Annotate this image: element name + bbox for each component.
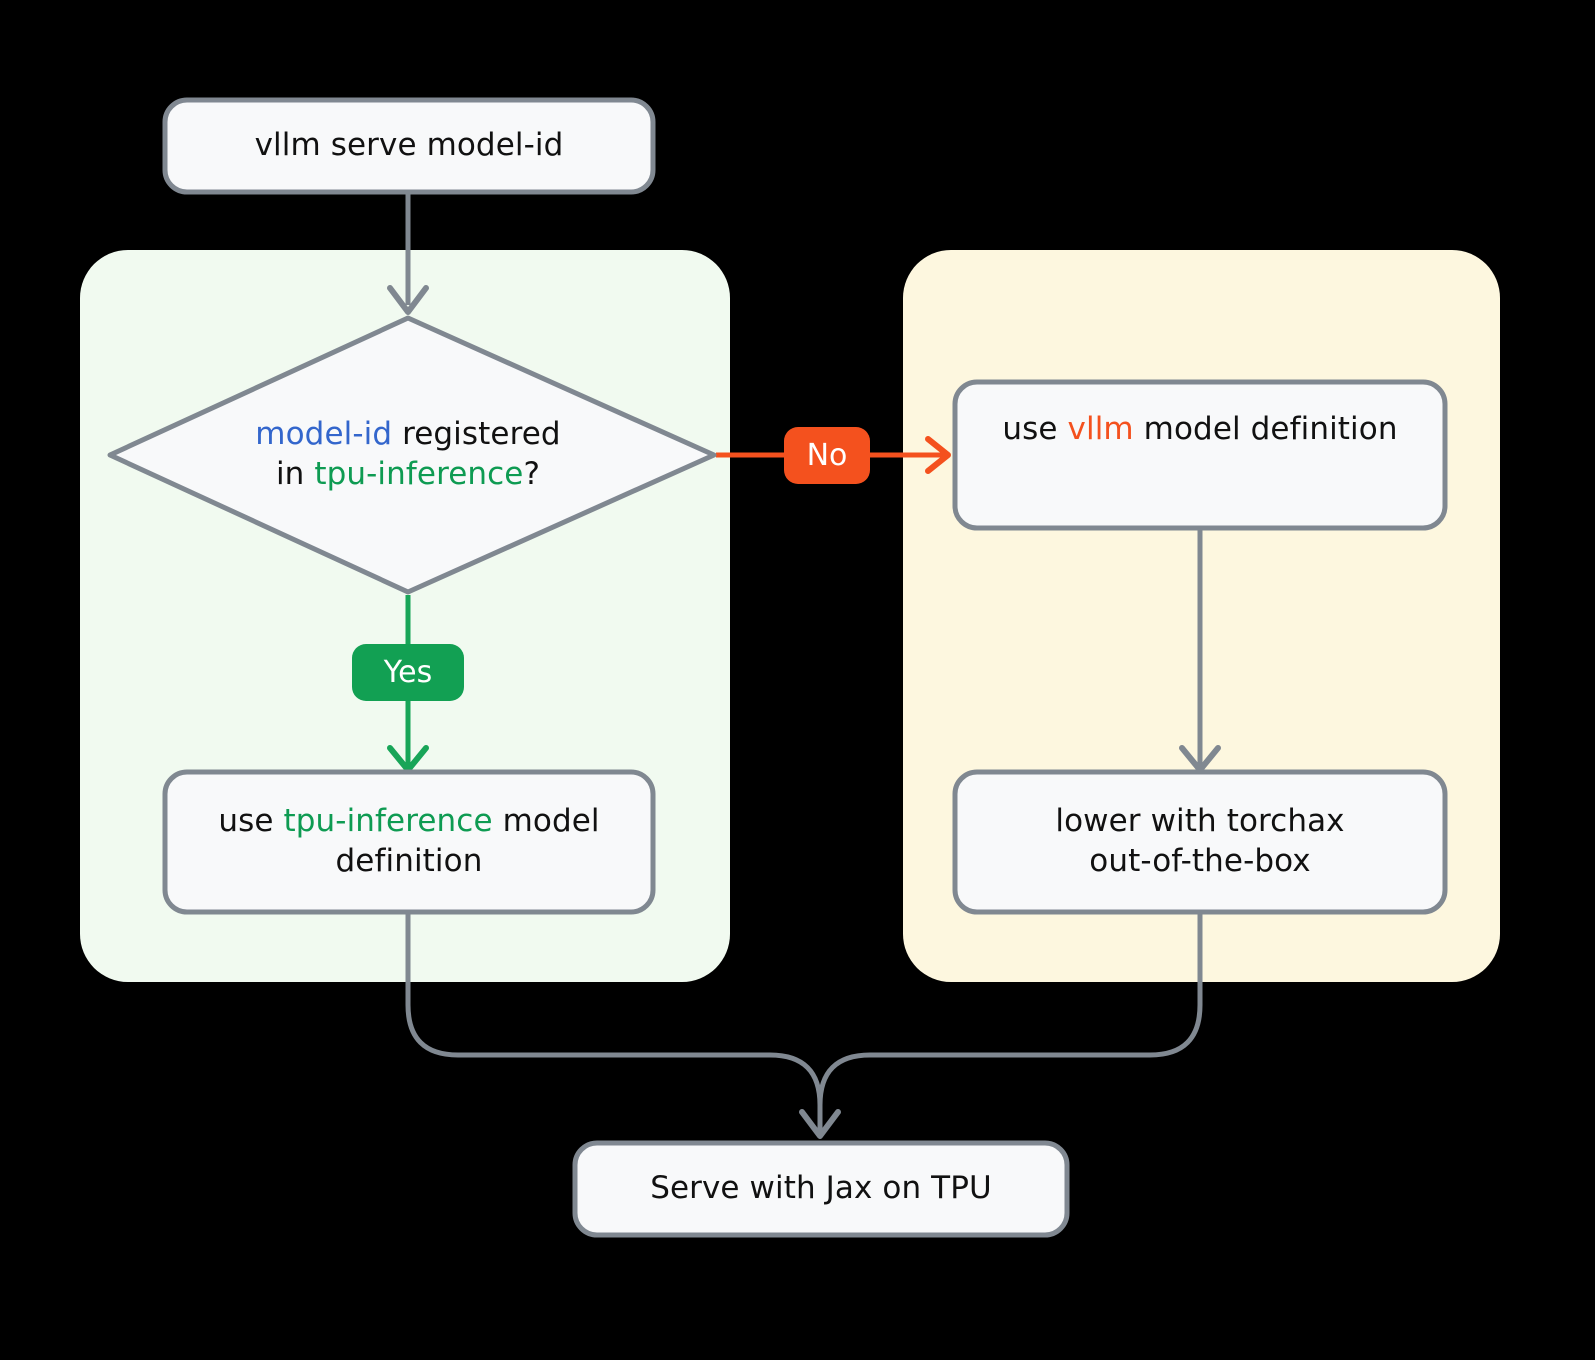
edge-tpu-node-to-merge (405, 912, 823, 1132)
arrowhead-merge-to-end (799, 1109, 841, 1139)
use-vllm-suffix: model definition (1133, 411, 1398, 447)
node-use-vllm[interactable] (952, 379, 1448, 531)
badge-yes-text: Yes (383, 655, 433, 690)
node-start[interactable] (162, 97, 656, 195)
use-vllm-text: use vllm model definition (1002, 410, 1397, 450)
node-start-label: vllm serve model-id (165, 100, 653, 192)
use-tpu-inference-text: use tpu-inference model definition (173, 802, 645, 881)
use-tpu-token-tpu-inference: tpu-inference (283, 803, 493, 840)
node-use-tpu-inference-label: use tpu-inference model definition (173, 772, 645, 912)
node-decision[interactable] (107, 315, 717, 595)
decision-token-in: in (275, 456, 315, 492)
decision-line-2: in tpu-inference? (276, 455, 540, 495)
node-serve-with-jax-label: Serve with Jax on TPU (575, 1143, 1067, 1235)
node-use-vllm-label: use vllm model definition (963, 410, 1437, 460)
serve-with-jax-text: Serve with Jax on TPU (650, 1170, 992, 1207)
use-vllm-prefix: use (1002, 411, 1068, 447)
node-serve-with-jax[interactable] (572, 1140, 1070, 1238)
edge-lower-to-merge (817, 912, 1203, 1132)
badge-no[interactable] (784, 427, 870, 484)
badge-no-label: No (784, 427, 870, 484)
use-tpu-suffix: model definition (335, 803, 600, 879)
node-decision-label: model-id registered in tpu-inference? (188, 400, 628, 510)
use-vllm-token-vllm: vllm (1067, 411, 1134, 447)
decision-line-1: model-id registered (255, 415, 560, 455)
decision-token-registered: registered (392, 416, 561, 453)
node-use-tpu-inference[interactable] (162, 769, 656, 915)
decision-token-tpu-inference: tpu-inference (314, 456, 524, 492)
badge-yes[interactable] (352, 644, 464, 701)
arrowhead-no (925, 436, 951, 474)
use-tpu-prefix: use (218, 803, 284, 840)
lower-line-1: lower with torchax (1055, 803, 1345, 840)
decision-token-model-id: model-id (255, 416, 393, 453)
badge-yes-label: Yes (352, 644, 464, 701)
lower-line-2: out-of-the-box (1089, 843, 1311, 879)
arrowhead-start-to-decision (387, 285, 429, 315)
node-start-text: vllm serve model-id (254, 127, 564, 164)
node-lower-torchax-label: lower with torchax out-of-the-box (963, 772, 1437, 912)
badge-no-text: No (806, 438, 848, 473)
decision-token-question: ? (523, 456, 541, 492)
node-lower-torchax[interactable] (952, 769, 1448, 915)
